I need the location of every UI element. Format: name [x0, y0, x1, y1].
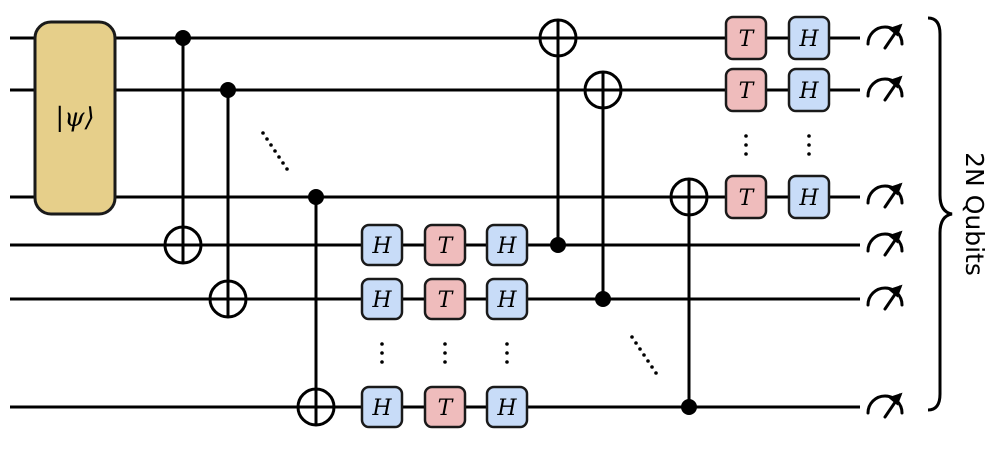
- measurement-meter-icon: [866, 182, 904, 209]
- t-gate: [724, 15, 768, 61]
- cnot-gate-2: [208, 82, 248, 319]
- h-gate: [360, 277, 404, 321]
- state-prep-box: |ψ⟩: [33, 20, 117, 216]
- h-gate-label: H: [371, 234, 392, 259]
- t-gate: [423, 385, 467, 429]
- measurement-meter-icon: [866, 23, 904, 50]
- h-gate: [360, 223, 404, 267]
- lower-gate-block: [360, 223, 529, 429]
- h-gate-label: H: [371, 288, 392, 313]
- t-gate-label: T: [739, 79, 756, 104]
- cnot-control-dot-icon: [220, 82, 236, 98]
- cnot-gate-4: [538, 18, 578, 253]
- h-gate: [485, 223, 529, 267]
- t-gate-label: T: [438, 396, 455, 421]
- measurement-meter-icon: [866, 392, 904, 419]
- t-gate-label: T: [739, 186, 756, 211]
- h-gate-label: H: [798, 186, 819, 211]
- cnot-gate-3: [296, 189, 336, 427]
- t-gate-label: T: [438, 234, 455, 259]
- cnot-control-dot-icon: [175, 30, 191, 46]
- right-curly-brace-icon: [927, 16, 953, 412]
- h-gate-label: H: [798, 79, 819, 104]
- cnot-control-dot-icon: [308, 189, 324, 205]
- h-gate-label: H: [496, 234, 517, 259]
- h-gate-label: H: [371, 396, 392, 421]
- upper-gate-block: [724, 15, 831, 220]
- lower-gate-labels: H T H H T H H T H: [371, 234, 517, 421]
- h-gate: [787, 15, 831, 61]
- qubit-count-label: 2N Qubits: [960, 152, 989, 276]
- vertical-ellipsis-icon: [744, 134, 811, 156]
- cnot-control-dot-icon: [681, 399, 697, 415]
- measurement-meter-icon: [866, 284, 904, 311]
- vertical-ellipsis-icon: [380, 342, 509, 364]
- h-gate: [787, 67, 831, 113]
- t-gate: [423, 223, 467, 267]
- h-gate: [787, 174, 831, 220]
- cnot-gate-6: [669, 177, 709, 415]
- t-gate: [724, 174, 768, 220]
- cnot-gate-1: [163, 30, 203, 265]
- t-gate-label: T: [739, 27, 756, 52]
- t-gate: [724, 67, 768, 113]
- h-gate: [360, 385, 404, 429]
- h-gate-label: H: [496, 396, 517, 421]
- h-gate: [485, 277, 529, 321]
- cnot-gate-5: [583, 70, 623, 307]
- measurements: [866, 23, 904, 419]
- state-prep-label: |ψ⟩: [55, 103, 94, 133]
- t-gate: [423, 277, 467, 321]
- measurement-meter-icon: [866, 75, 904, 102]
- h-gate-label: H: [496, 288, 517, 313]
- upper-gate-labels: T H T H T H: [739, 27, 820, 211]
- h-gate-label: H: [798, 27, 819, 52]
- cnot-control-dot-icon: [595, 291, 611, 307]
- h-gate: [485, 385, 529, 429]
- diagonal-ellipsis-icon: [630, 335, 658, 375]
- cnot-control-dot-icon: [550, 237, 566, 253]
- measurement-meter-icon: [866, 230, 904, 257]
- diagonal-ellipsis-icon: [261, 131, 289, 171]
- t-gate-label: T: [438, 288, 455, 313]
